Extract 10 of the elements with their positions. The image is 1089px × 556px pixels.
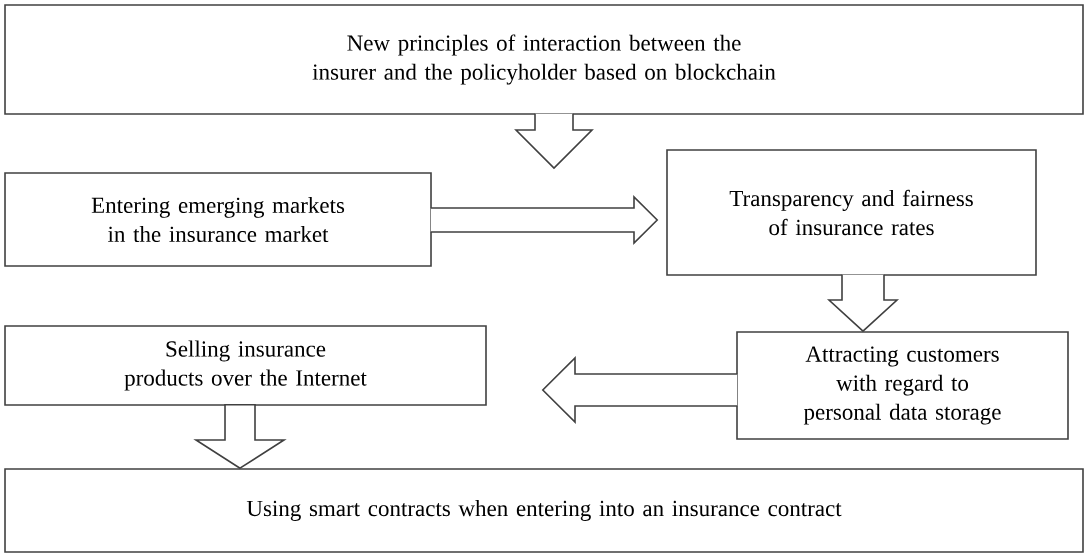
process-box: New principles of interaction between the insurer and the policyholder based on blockchain	[4, 4, 1084, 115]
block-arrow	[541, 356, 738, 424]
process-box: Transparency and fairness of insurance rates	[666, 149, 1037, 276]
process-box: Attracting customers with regard to personal data storage	[736, 331, 1069, 440]
block-arrow	[430, 195, 659, 245]
process-box: Entering emerging markets in the insurance market	[4, 172, 432, 267]
process-box: Using smart contracts when entering into an insurance contract	[4, 468, 1084, 553]
process-box: Selling insurance products over the Internet	[4, 325, 487, 406]
block-arrow	[826, 274, 900, 333]
block-arrow	[514, 113, 594, 170]
